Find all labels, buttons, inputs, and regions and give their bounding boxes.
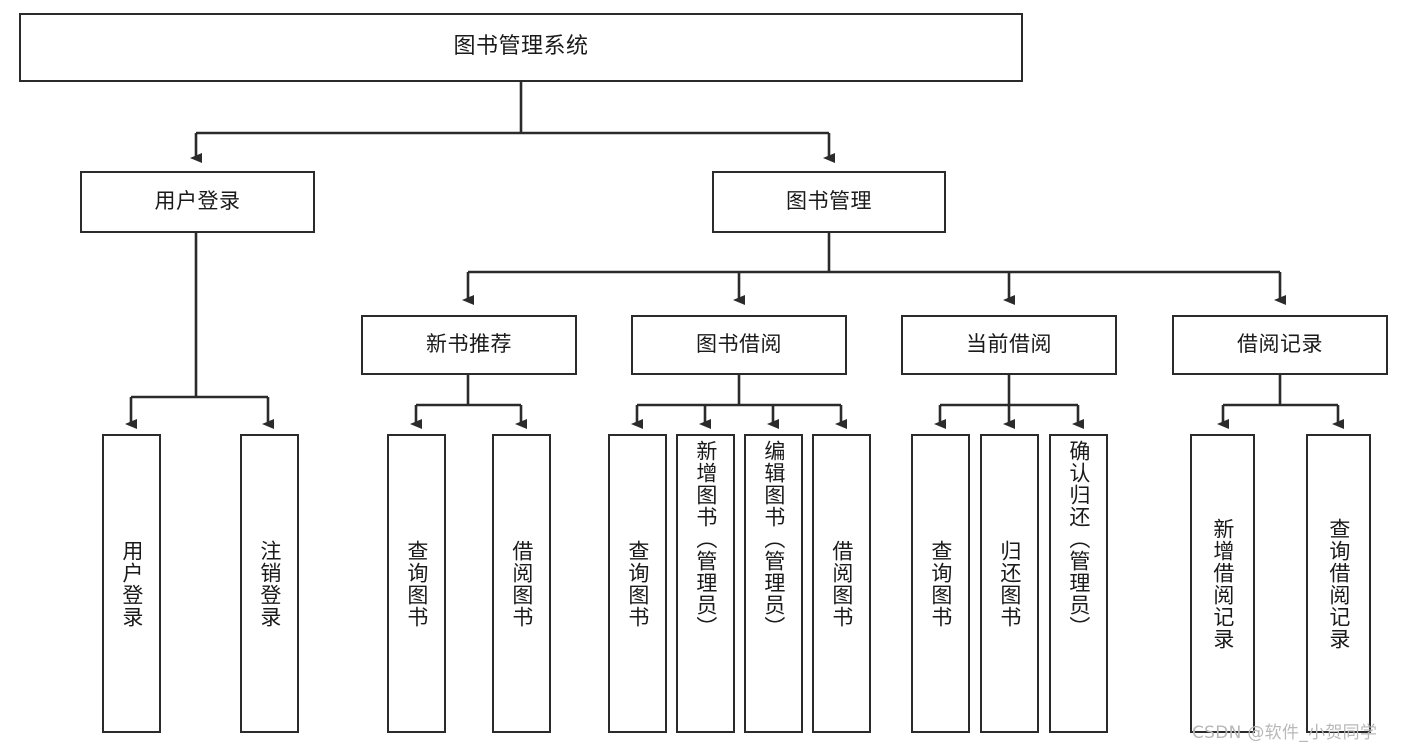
node-label: 当前借阅 <box>966 332 1052 357</box>
node-borrow-record[interactable]: 借阅记录 <box>1172 315 1388 375</box>
node-label: 用户登录 <box>119 539 144 628</box>
node-leaf-borrow-book-2[interactable]: 借阅图书 <box>812 434 871 733</box>
node-user-login[interactable]: 用户登录 <box>80 171 315 233</box>
node-label: 借阅图书 <box>829 539 854 628</box>
node-leaf-logout[interactable]: 注销登录 <box>240 434 299 733</box>
node-leaf-confirm-return[interactable]: 确认归还（管理员） <box>1049 434 1108 733</box>
node-label: 用户登录 <box>154 189 241 214</box>
node-label: 图书管理 <box>786 189 872 214</box>
node-current-borrow[interactable]: 当前借阅 <box>901 315 1117 375</box>
node-label: 确认归还（管理员） <box>1066 440 1091 638</box>
node-book-manage[interactable]: 图书管理 <box>712 171 946 233</box>
node-label: 新增图书（管理员） <box>693 440 718 638</box>
node-label: 借阅记录 <box>1237 332 1323 357</box>
node-label: 图书借阅 <box>696 332 782 357</box>
node-book-borrow[interactable]: 图书借阅 <box>631 315 847 375</box>
node-leaf-return-book[interactable]: 归还图书 <box>980 434 1039 733</box>
node-leaf-user-login[interactable]: 用户登录 <box>102 434 161 733</box>
node-new-book-recommend[interactable]: 新书推荐 <box>361 315 577 375</box>
node-leaf-query-book-2[interactable]: 查询图书 <box>608 434 667 733</box>
node-label: 查询图书 <box>404 539 429 628</box>
node-leaf-query-book-3[interactable]: 查询图书 <box>911 434 970 733</box>
node-label: 查询借阅记录 <box>1326 517 1351 650</box>
node-leaf-borrow-book-1[interactable]: 借阅图书 <box>492 434 551 733</box>
node-label: 新增借阅记录 <box>1210 517 1235 650</box>
node-label: 借阅图书 <box>509 539 534 628</box>
node-label: 注销登录 <box>257 539 282 628</box>
node-root-system[interactable]: 图书管理系统 <box>19 13 1023 82</box>
csdn-watermark: CSDN @软件_小贺同学 <box>1192 723 1378 743</box>
node-label: 查询图书 <box>928 539 953 628</box>
node-label: 编辑图书（管理员） <box>761 440 786 638</box>
node-leaf-add-book[interactable]: 新增图书（管理员） <box>676 434 735 733</box>
node-label: 图书管理系统 <box>453 34 589 60</box>
node-leaf-edit-book[interactable]: 编辑图书（管理员） <box>744 434 803 733</box>
node-label: 归还图书 <box>997 539 1022 628</box>
node-leaf-add-record[interactable]: 新增借阅记录 <box>1190 434 1255 733</box>
node-leaf-query-book-1[interactable]: 查询图书 <box>387 434 446 733</box>
node-leaf-query-record[interactable]: 查询借阅记录 <box>1306 434 1371 733</box>
node-label: 查询图书 <box>625 539 650 628</box>
node-label: 新书推荐 <box>426 332 512 357</box>
